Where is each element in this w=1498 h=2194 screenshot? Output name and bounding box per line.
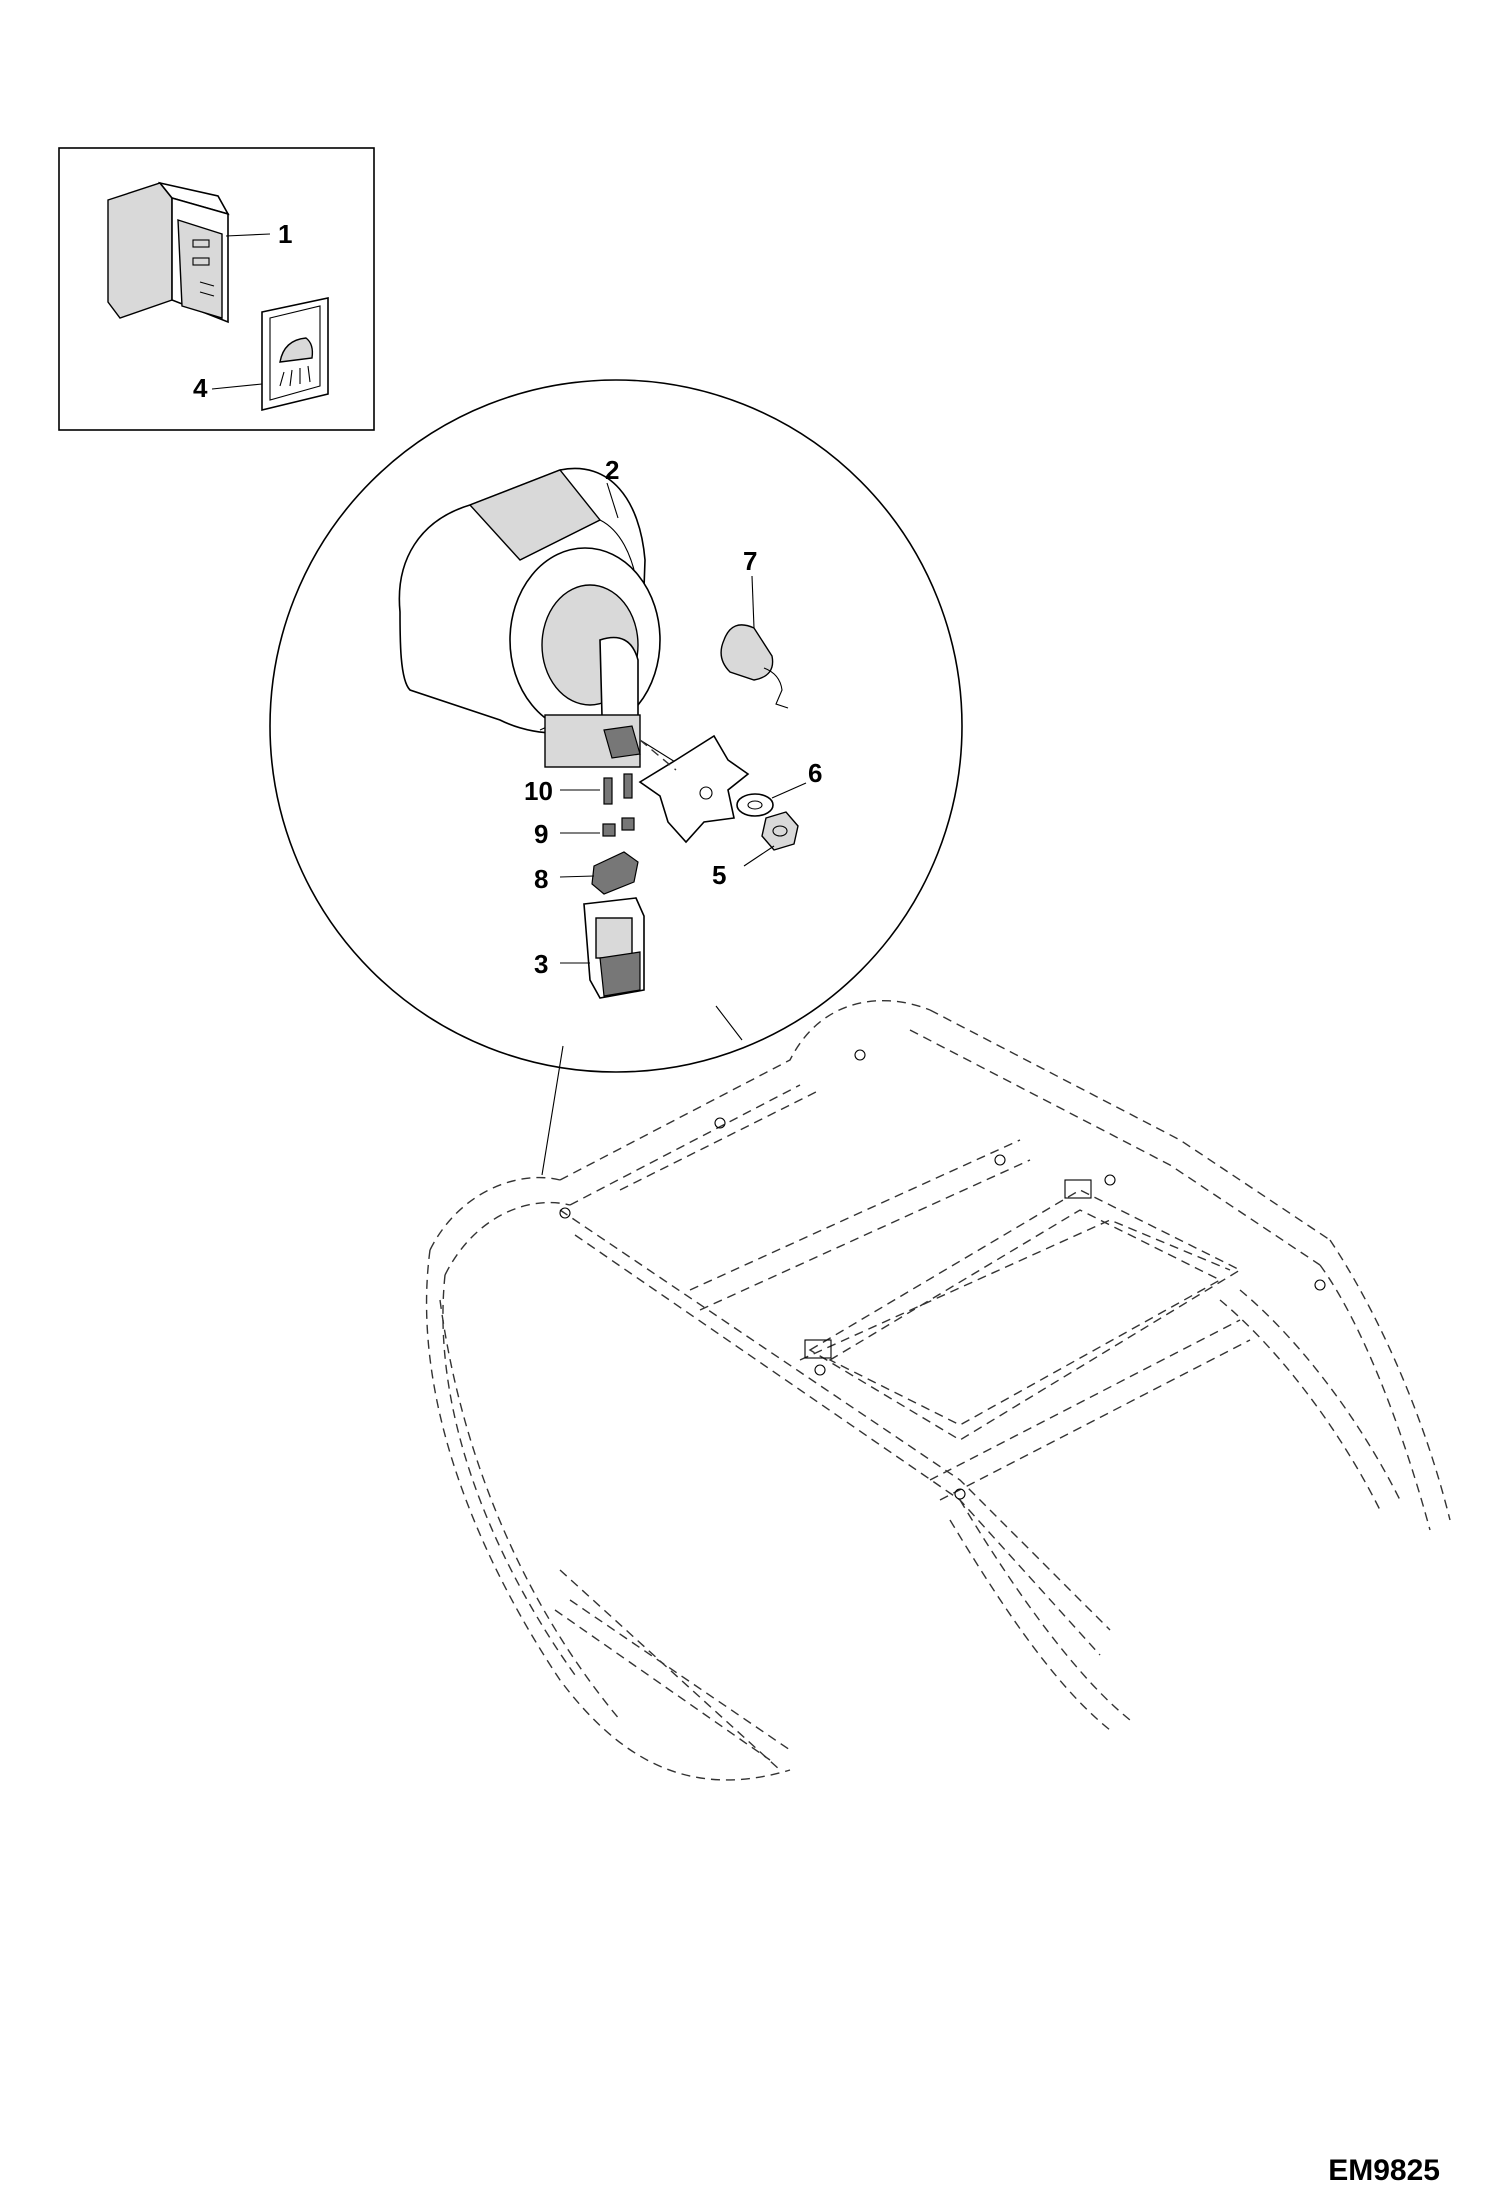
washer: [736, 793, 774, 817]
leader-1: [225, 233, 271, 237]
detail-circle-outline: [269, 379, 963, 1073]
connector: [583, 897, 645, 999]
callout-7: 7: [743, 546, 757, 576]
callout-4: 4: [193, 373, 208, 403]
detail-pointer: [541, 1005, 743, 1176]
callout-1: 1: [278, 219, 292, 249]
callout-8: 8: [534, 864, 548, 894]
callout-10: 10: [524, 776, 553, 806]
leader-7: [751, 575, 755, 629]
work-light-decal: [261, 297, 329, 412]
terminals: [603, 773, 633, 805]
rocker-switch: [107, 181, 230, 324]
mounting-bracket: [638, 734, 750, 844]
wedge-lock: [591, 851, 639, 895]
inset-frame: [58, 147, 375, 431]
bulb: [720, 624, 789, 709]
callout-6: 6: [808, 758, 822, 788]
callout-2: 2: [605, 455, 619, 485]
assembly-line: [639, 739, 677, 771]
leader-6: [771, 782, 807, 799]
switch-inset: 1 4: [58, 147, 375, 431]
leader-2: [606, 482, 619, 519]
detail-circle: 2 7 6 5: [269, 379, 963, 1073]
cab-frame: [425, 999, 1451, 1781]
leader-4: [211, 383, 263, 390]
nut: [761, 811, 799, 851]
leader-8: [559, 875, 595, 878]
figure-id: EM9825: [1328, 2154, 1440, 2187]
seals: [602, 817, 635, 837]
callout-3: 3: [534, 949, 548, 979]
callout-9: 9: [534, 819, 548, 849]
work-light: [398, 467, 661, 768]
callout-5: 5: [712, 860, 726, 890]
leader-5: [743, 845, 775, 867]
